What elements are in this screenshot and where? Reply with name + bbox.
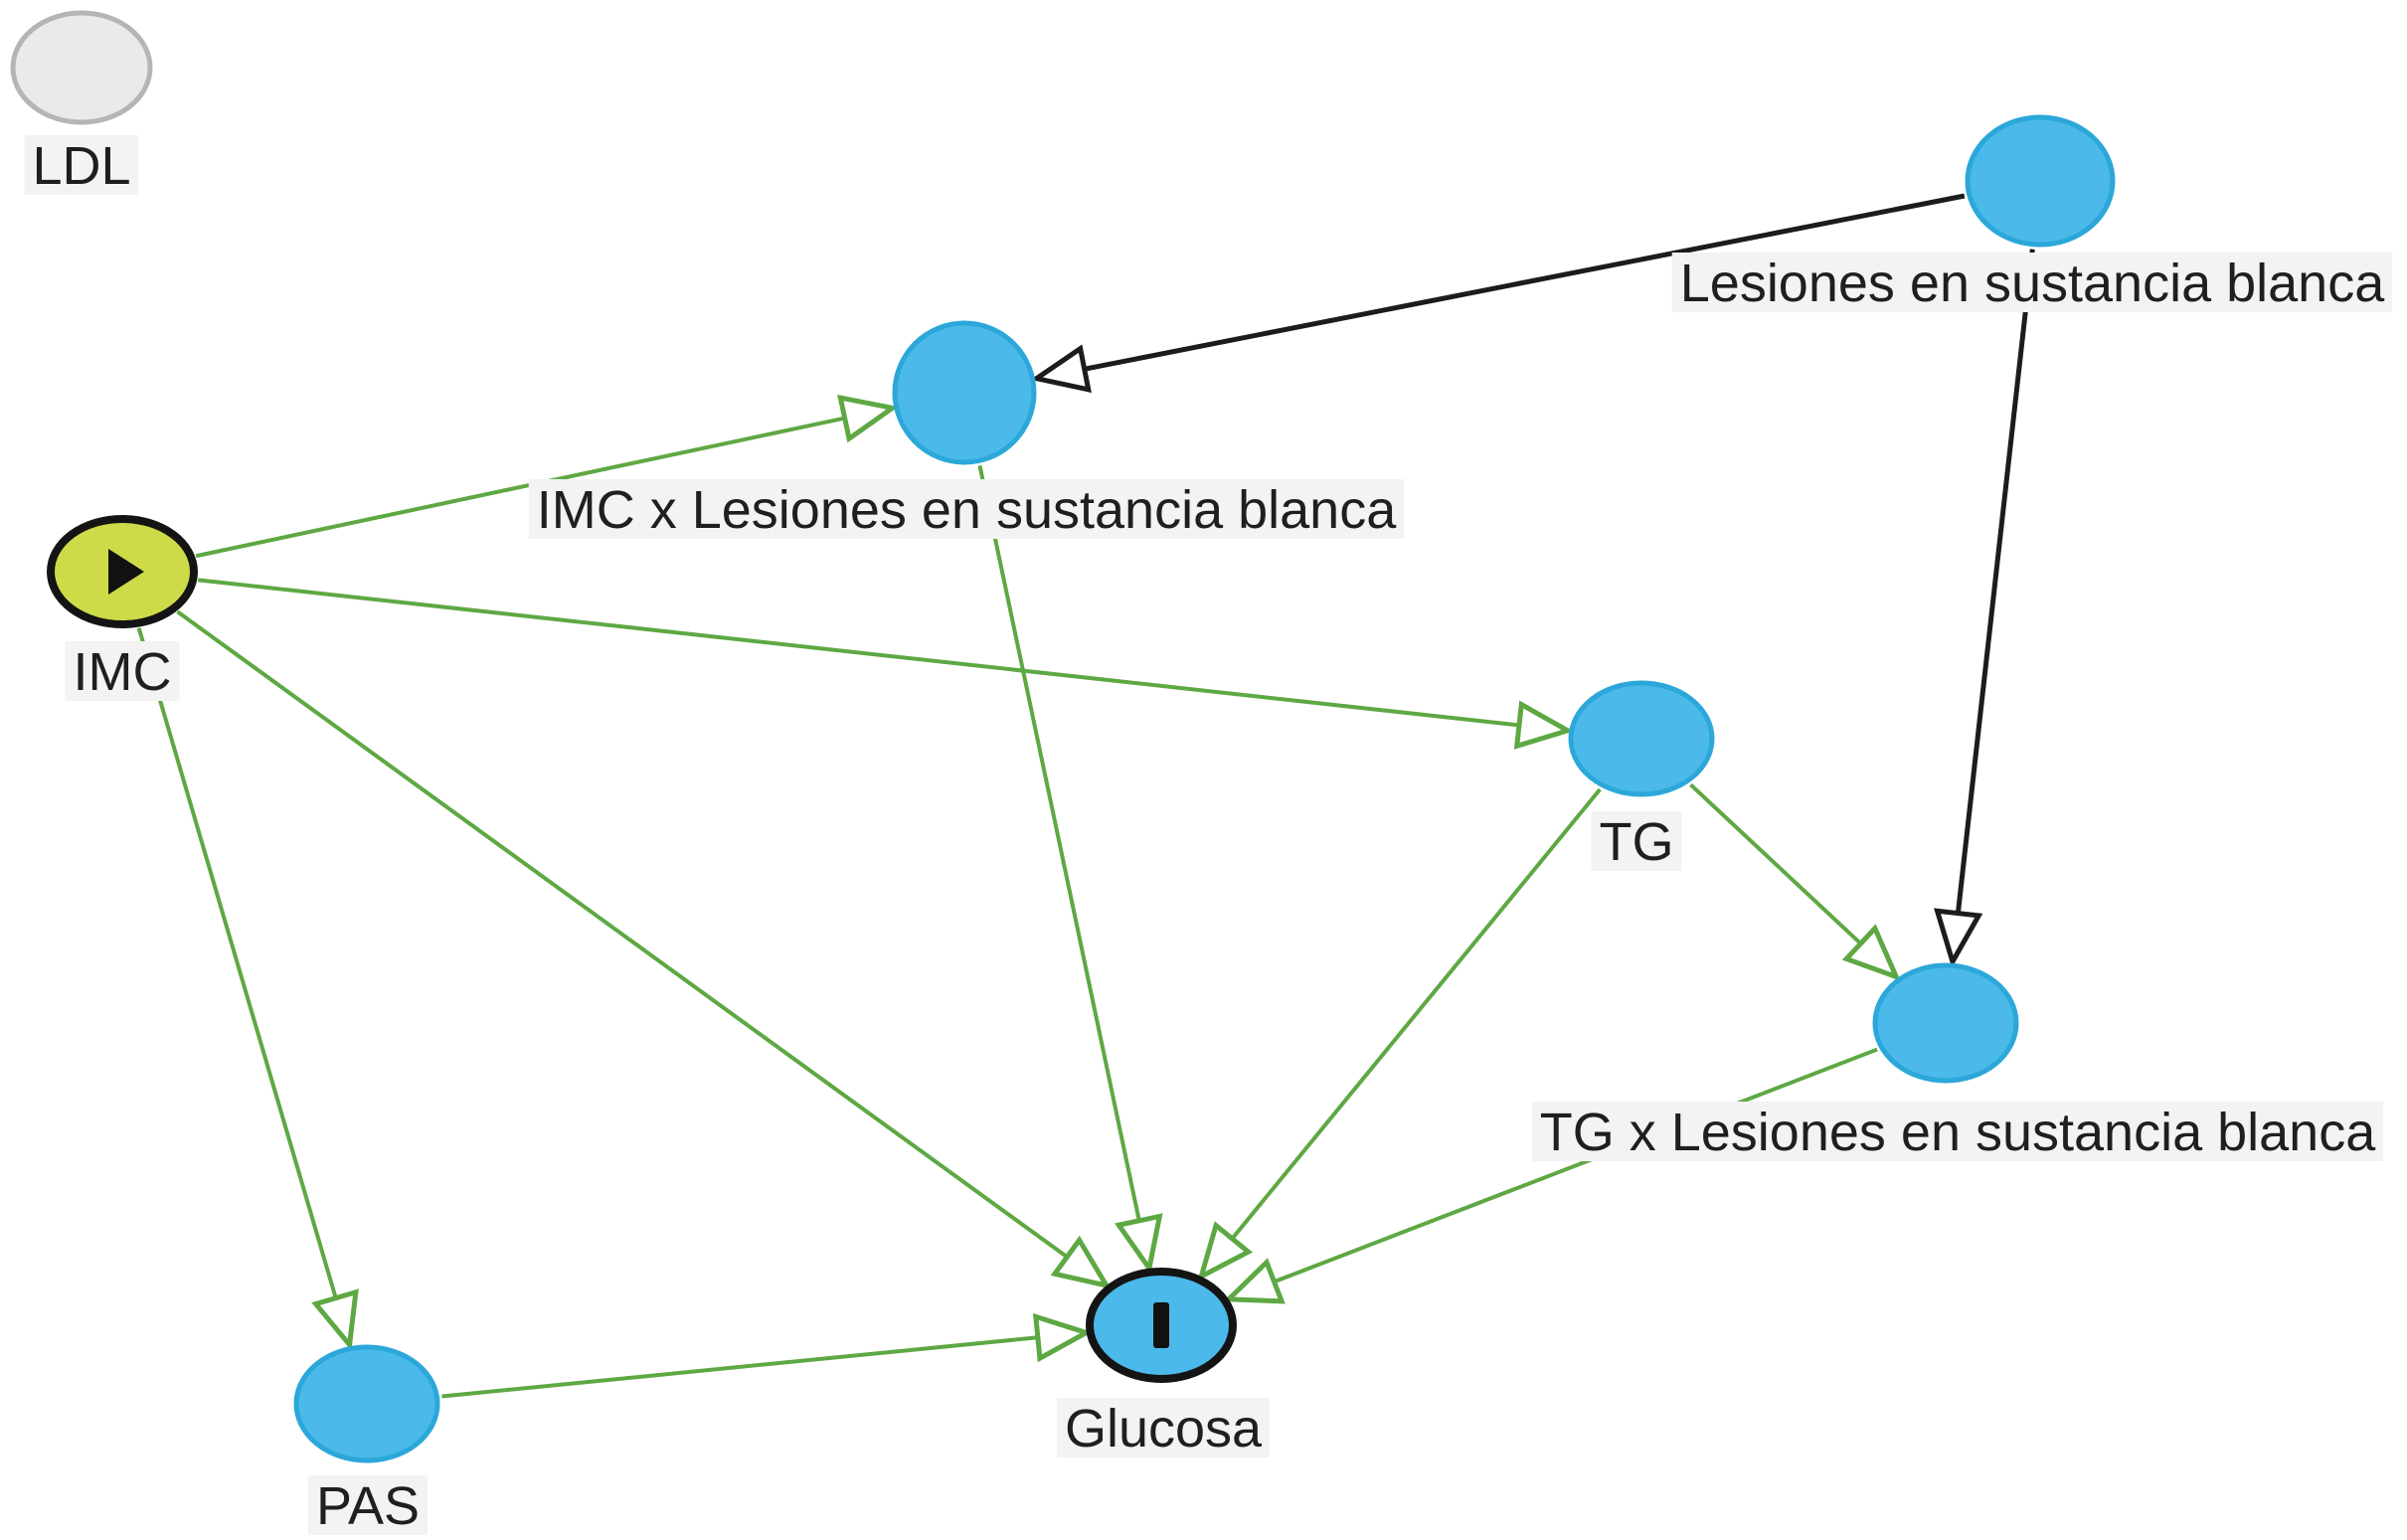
node-Lesiones[interactable] bbox=[1965, 114, 2116, 248]
nodes-layer bbox=[10, 10, 2116, 1463]
edge-PAS-Glucosa[interactable] bbox=[441, 1312, 1093, 1399]
node-ellipse-TGxLes[interactable] bbox=[1872, 962, 2019, 1084]
outcome-icon bbox=[1153, 1302, 1169, 1348]
label-background bbox=[1591, 811, 1682, 871]
edge-TG-TGxLes[interactable] bbox=[1689, 782, 1901, 981]
node-label-IMC[interactable]: IMC bbox=[74, 642, 172, 702]
edge-TGxLes-Glucosa[interactable] bbox=[1222, 1047, 1878, 1304]
node-label-LDL[interactable]: LDL bbox=[32, 136, 130, 196]
node-label-IMCxLes[interactable]: IMC x Lesiones en sustancia blanca bbox=[537, 480, 1397, 540]
node-LDL[interactable] bbox=[10, 10, 153, 125]
edge-IMC-TG[interactable] bbox=[197, 578, 1575, 750]
node-PAS[interactable] bbox=[293, 1344, 440, 1463]
edges-layer bbox=[136, 193, 2035, 1399]
node-label-PAS[interactable]: PAS bbox=[316, 1476, 420, 1536]
node-ellipse-Lesiones[interactable] bbox=[1965, 114, 2116, 248]
node-ellipse-IMCxLes[interactable] bbox=[892, 320, 1037, 465]
label-background bbox=[528, 479, 1405, 539]
label-background bbox=[307, 1475, 429, 1535]
label-background bbox=[65, 641, 180, 701]
node-ellipse-PAS[interactable] bbox=[293, 1344, 440, 1463]
node-ellipse-LDL[interactable] bbox=[10, 10, 153, 125]
node-label-TGxLes[interactable]: TG x Lesiones en sustancia blanca bbox=[1540, 1103, 2376, 1162]
node-label-Glucosa[interactable]: Glucosa bbox=[1065, 1399, 1263, 1458]
edge-IMC-Glucosa[interactable] bbox=[176, 609, 1113, 1289]
exposure-icon bbox=[108, 549, 144, 595]
label-background bbox=[1671, 253, 2393, 312]
edge-Lesiones-TGxLes[interactable] bbox=[1934, 249, 2035, 968]
node-TG[interactable] bbox=[1568, 680, 1715, 797]
node-IMC[interactable] bbox=[47, 515, 198, 628]
edge-IMCxLes-Glucosa[interactable] bbox=[977, 464, 1163, 1275]
edge-TG-Glucosa[interactable] bbox=[1197, 787, 1602, 1282]
node-label-Lesiones[interactable]: Lesiones en sustancia blanca bbox=[1680, 254, 2385, 313]
edge-Lesiones-IMCxLes[interactable] bbox=[1030, 193, 1966, 394]
edge-IMC-PAS[interactable] bbox=[136, 627, 359, 1351]
node-Glucosa[interactable] bbox=[1086, 1268, 1237, 1383]
node-ellipse-TG[interactable] bbox=[1568, 680, 1715, 797]
node-label-TG[interactable]: TG bbox=[1600, 812, 1674, 872]
node-IMCxLes[interactable] bbox=[892, 320, 1037, 465]
label-background bbox=[1056, 1398, 1271, 1457]
label-background bbox=[24, 135, 139, 195]
label-background bbox=[1531, 1102, 2384, 1161]
node-TGxLes[interactable] bbox=[1872, 962, 2019, 1084]
